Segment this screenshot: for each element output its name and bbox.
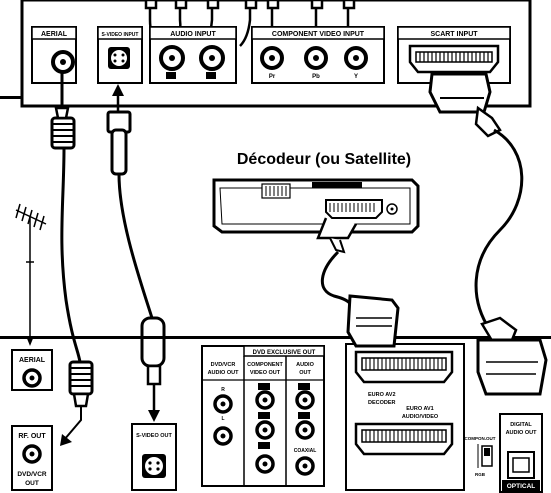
svideo-input-label: S-VIDEO INPUT — [102, 32, 139, 38]
aerial-input: AERIAL — [31, 26, 77, 84]
lower-aerial-label: AERIAL — [19, 357, 46, 364]
euro-av1-label-2: AUDIO/VIDEO — [402, 414, 439, 420]
audio-input: AUDIO INPUT — [149, 26, 237, 84]
optical-label: OPTICAL — [507, 483, 536, 490]
component-video-input: COMPONENT VIDEO INPUT Pr Pb Y — [251, 26, 385, 84]
decoder-title: Décodeur (ou Satellite) — [237, 151, 411, 168]
scart-input: SCART INPUT — [397, 26, 511, 84]
euro-av2-label-1: EURO AV2 — [368, 392, 396, 398]
aerial-input-label: AERIAL — [41, 31, 68, 38]
dvd-exclusive-out-label: DVD EXCLUSIVE OUT — [253, 350, 316, 356]
component-out-label: COMPON.OUT — [465, 436, 496, 441]
rf-out: RF. OUT DVD/VCR OUT — [11, 425, 53, 491]
pb-label: Pb — [312, 74, 320, 80]
dvd-vcr-out-label-1: DVD/VCR — [17, 471, 47, 478]
l-label: L — [221, 416, 224, 422]
component-video-input-label: COMPONENT VIDEO INPUT — [272, 31, 365, 38]
audio-out-label-2: OUT — [299, 370, 311, 376]
dvd-exclusive-out: DVD EXCLUSIVE OUT DVD/VCR AUDIO OUT COMP… — [201, 345, 325, 487]
euro-av1-socket — [354, 422, 454, 456]
scart-input-socket — [408, 44, 500, 74]
antenna-icon — [15, 203, 47, 346]
dvd-vcr-audio-out-label-1: DVD/VCR — [211, 362, 236, 368]
digital-audio-out-label-1: DIGITAL — [510, 422, 532, 428]
dvd-vcr-audio-out-label-2: AUDIO OUT — [208, 370, 240, 376]
digital-audio-out: DIGITAL AUDIO OUT OPTICAL — [499, 413, 543, 493]
component-video-out-label-1: COMPONENT — [247, 362, 283, 368]
rf-out-label: RF. OUT — [18, 433, 46, 440]
rgb-label: RGB — [475, 472, 486, 477]
y-label: Y — [354, 74, 358, 80]
svideo-out: S-VIDEO OUT — [131, 423, 177, 491]
tv-to-dvd-scart-plug — [476, 316, 548, 396]
svideo-input: S-VIDEO INPUT — [97, 26, 143, 84]
pr-label: Pr — [269, 74, 276, 80]
audio-out-label-1: AUDIO — [296, 362, 314, 368]
component-rgb-switch: COMPON.OUT RGB — [465, 436, 496, 477]
tv-scart-plug — [428, 72, 502, 138]
euro-av1-label-1: EURO AV1 — [406, 406, 434, 412]
dvd-vcr-back-panel — [0, 336, 551, 339]
euro-av-panel: EURO AV2 DECODER EURO AV1 AUDIO/VIDEO — [345, 294, 465, 491]
scart-input-label: SCART INPUT — [430, 31, 478, 38]
euro-av2-label-2: DECODER — [368, 400, 396, 406]
aerial-cable — [50, 72, 94, 446]
svideo-out-label: S-VIDEO OUT — [136, 433, 172, 439]
audio-input-label: AUDIO INPUT — [170, 31, 216, 38]
r-label: R — [221, 387, 225, 393]
decoder-scart-cable — [320, 250, 353, 311]
dvd-vcr-out-label-2: OUT — [25, 480, 39, 487]
svideo-cable — [106, 84, 166, 422]
decoder-device: Décodeur (ou Satellite) — [212, 151, 420, 254]
lower-aerial: AERIAL — [11, 349, 53, 391]
euro-av2-socket — [354, 350, 454, 384]
digital-audio-out-label-2: AUDIO OUT — [506, 430, 538, 436]
tv-scart-cable — [474, 128, 524, 331]
decoder-scart-plug — [346, 294, 400, 348]
component-video-out-label-2: VIDEO OUT — [250, 370, 281, 376]
coaxial-label: COAXIAL — [294, 448, 317, 454]
